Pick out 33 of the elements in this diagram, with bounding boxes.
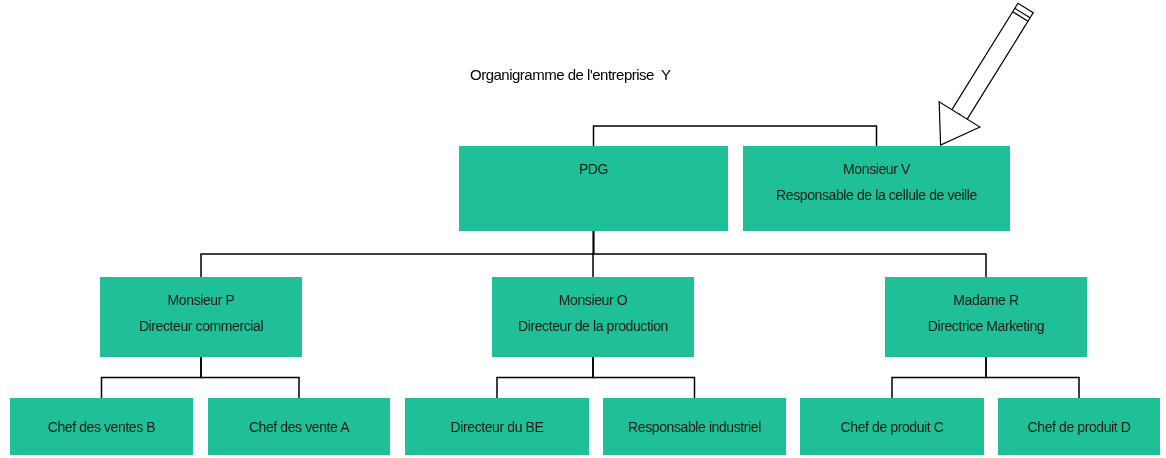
node-title: Monsieur P [167, 291, 235, 310]
node-title: Chef des ventes B [47, 417, 156, 437]
diagram-title: Organigramme de l'entreprise Y [470, 66, 671, 83]
block-arrow [938, 2, 1035, 146]
node-title: Monsieur O [558, 291, 628, 310]
connector-line [200, 356, 300, 399]
node-title: Chef des vente A [248, 417, 350, 437]
node-title: Monsieur V [843, 160, 910, 179]
node-subtitle: Directrice Marketing [927, 317, 1045, 336]
org-box [885, 277, 1087, 357]
org-box [208, 398, 390, 455]
org-box [405, 398, 589, 455]
org-box [998, 398, 1160, 455]
node-title: Chef de produit D [1027, 417, 1131, 437]
org-box [603, 398, 786, 455]
node-title: Responsable industriel [628, 417, 761, 437]
org-box [459, 146, 728, 231]
org-box [800, 398, 984, 455]
connector-line [985, 356, 1080, 399]
connector-line [592, 356, 696, 399]
connector-line [592, 230, 987, 278]
org-box [100, 277, 302, 357]
org-box [492, 277, 694, 357]
node-title: PDG [578, 160, 609, 179]
node-title: Chef de produit C [840, 417, 944, 437]
node-subtitle: Responsable de la cellule de veille [776, 186, 977, 205]
node-title: Directeur du BE [450, 417, 544, 437]
org-box [10, 398, 193, 455]
node-subtitle: Directeur commercial [138, 317, 264, 336]
org-box [743, 146, 1010, 231]
node-title: Madame R [953, 291, 1019, 310]
connector-line [592, 125, 878, 147]
node-subtitle: Directeur de la production [518, 317, 668, 336]
